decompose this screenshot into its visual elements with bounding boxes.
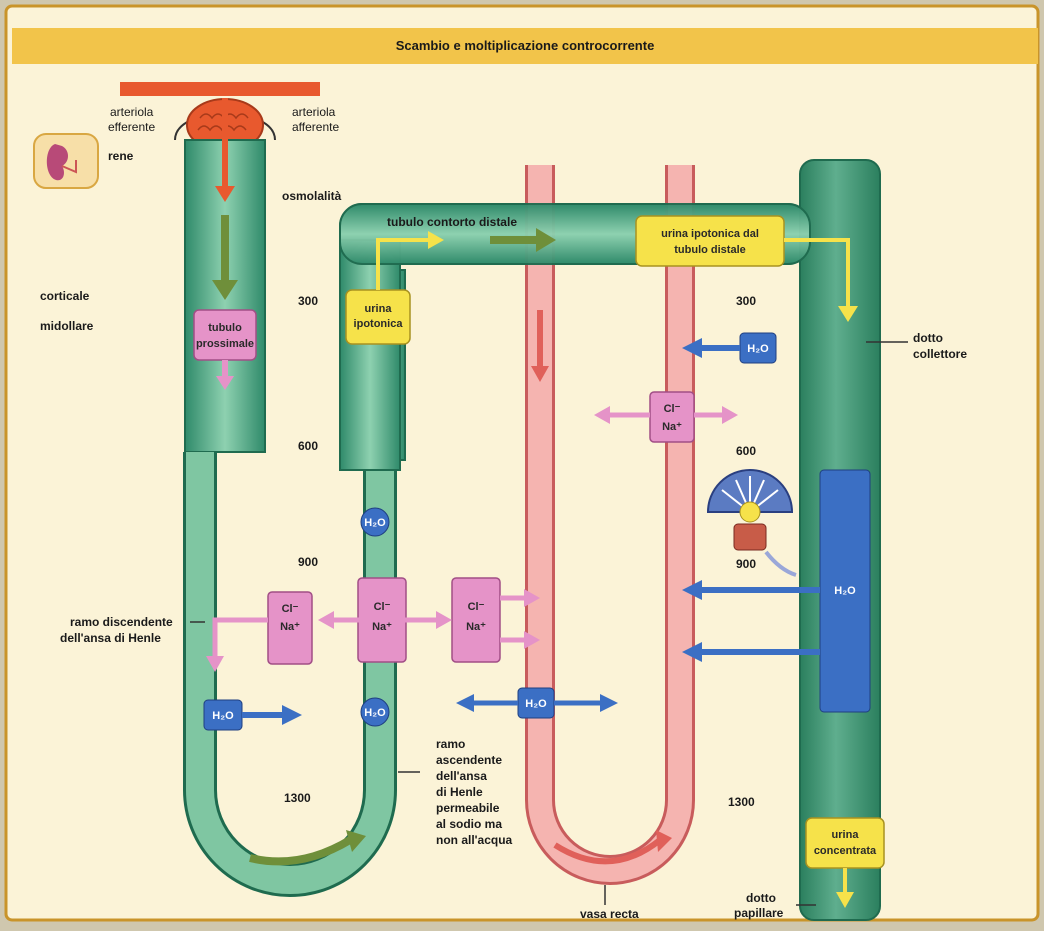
svg-text:al sodio ma: al sodio ma: [436, 817, 502, 831]
svg-text:urina: urina: [832, 829, 860, 841]
svg-text:urina ipotonica dal: urina ipotonica dal: [661, 228, 759, 240]
urina-ipotonica-box: urina ipotonica: [346, 290, 410, 344]
svg-text:Cl⁻: Cl⁻: [282, 603, 299, 615]
svg-text:di Henle: di Henle: [436, 785, 483, 799]
rene-label: rene: [108, 149, 134, 163]
svg-text:Cl⁻: Cl⁻: [468, 601, 485, 613]
osm-left-900: 900: [298, 555, 318, 569]
arteriola-efferente-label-2: efferente: [108, 120, 155, 134]
osm-left-300: 300: [298, 294, 318, 308]
diagram-title: Scambio e moltiplicazione controcorrente: [396, 38, 655, 53]
svg-text:Cl⁻: Cl⁻: [664, 403, 681, 415]
svg-text:Na⁺: Na⁺: [280, 621, 300, 633]
h2o-label-6: H₂O: [834, 585, 856, 597]
ion-box-3: Cl⁻ Na⁺: [452, 578, 500, 662]
h2o-label-5: H₂O: [747, 343, 769, 355]
vasa-recta-label: vasa recta: [580, 907, 639, 921]
ion-box-1: Cl⁻ Na⁺: [268, 592, 312, 664]
svg-text:urina: urina: [365, 303, 393, 315]
svg-text:non all'acqua: non all'acqua: [436, 833, 513, 847]
tubulo-contorto-distale-label: tubulo contorto distale: [387, 215, 517, 229]
osm-right-1300: 1300: [728, 795, 755, 809]
dotto-collettore-label-2: collettore: [913, 347, 967, 361]
svg-text:permeabile: permeabile: [436, 801, 500, 815]
urina-ipotonica-distale-box: urina ipotonica dal tubulo distale: [636, 216, 784, 266]
ramo-discendente-label-2: dell'ansa di Henle: [60, 631, 161, 645]
svg-text:Cl⁻: Cl⁻: [374, 601, 391, 613]
h2o-label-2: H₂O: [364, 707, 386, 719]
urina-concentrata-box: urina concentrata: [806, 818, 884, 868]
svg-text:concentrata: concentrata: [814, 845, 877, 857]
dotto-papillare-label-1: dotto: [746, 891, 776, 905]
ramo-discendente-label-1: ramo discendente: [70, 615, 173, 629]
svg-text:dell'ansa: dell'ansa: [436, 769, 487, 783]
osm-left-1300: 1300: [284, 791, 311, 805]
svg-text:Na⁺: Na⁺: [662, 421, 682, 433]
tubulo-prossimale-box: tubulo prossimale: [194, 310, 256, 360]
corticale-label: corticale: [40, 289, 90, 303]
svg-text:ascendente: ascendente: [436, 753, 502, 767]
osmolalita-label: osmolalità: [282, 189, 342, 203]
panel-background: [6, 6, 1038, 920]
ion-box-vasa: Cl⁻ Na⁺: [650, 392, 694, 442]
dotto-collettore-label-1: dotto: [913, 331, 943, 345]
arteriola-afferente-label-1: arteriola: [292, 105, 336, 119]
osm-right-600: 600: [736, 444, 756, 458]
h2o-label-4: H₂O: [525, 698, 547, 710]
kidney-icon: [34, 134, 98, 188]
dotto-papillare-label-2: papillare: [734, 906, 784, 920]
svg-text:tubulo distale: tubulo distale: [674, 244, 746, 256]
arteriola-afferente-label-2: afferente: [292, 120, 339, 134]
osm-right-300: 300: [736, 294, 756, 308]
svg-text:tubulo: tubulo: [208, 322, 242, 334]
osm-right-900: 900: [736, 557, 756, 571]
midollare-label: midollare: [40, 319, 94, 333]
svg-text:prossimale: prossimale: [196, 338, 254, 350]
osm-left-600: 600: [298, 439, 318, 453]
svg-text:ramo: ramo: [436, 737, 465, 751]
svg-text:Na⁺: Na⁺: [466, 621, 486, 633]
svg-text:Na⁺: Na⁺: [372, 621, 392, 633]
arteriola-efferente-label-1: arteriola: [110, 105, 154, 119]
h2o-label-1: H₂O: [364, 517, 386, 529]
h2o-label-3: H₂O: [212, 710, 234, 722]
svg-text:ipotonica: ipotonica: [354, 318, 404, 330]
